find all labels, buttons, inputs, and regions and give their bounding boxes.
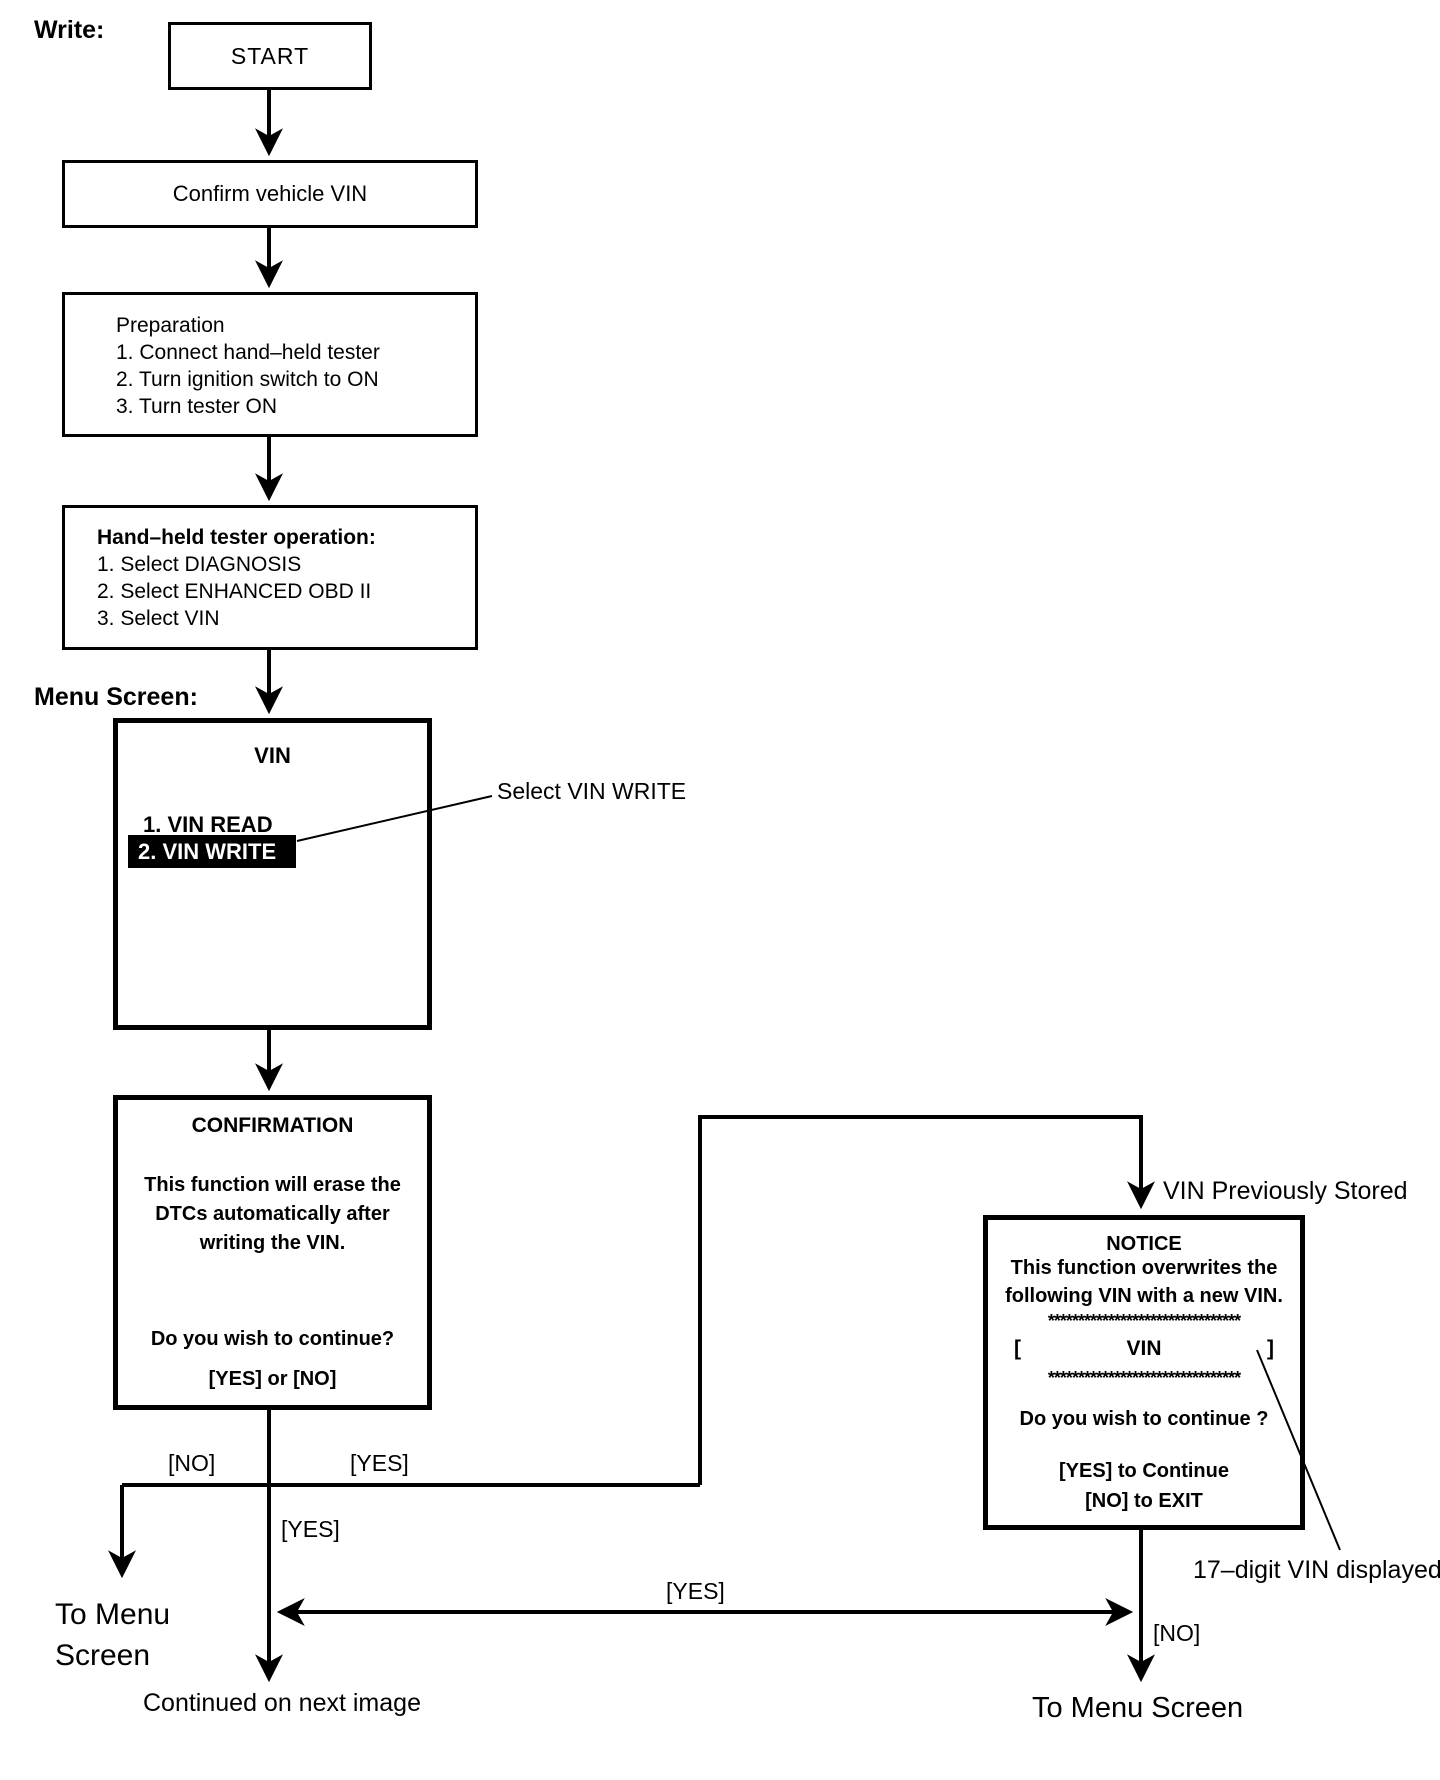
notice-body-line2: following VIN with a new VIN. — [1005, 1285, 1283, 1307]
confirmation-question: Do you wish to continue? — [150, 1328, 395, 1350]
start-box: START — [168, 22, 372, 90]
tester-operation-step-1: 1. Select DIAGNOSIS — [97, 553, 302, 576]
notice-vin-open-bracket: [ — [1014, 1337, 1021, 1360]
branch-yes-label: [YES] — [350, 1450, 409, 1476]
preparation-step-2: 2. Turn ignition switch to ON — [116, 368, 379, 391]
preparation-box: Preparation 1. Connect hand–held tester … — [62, 292, 478, 437]
notice-title: NOTICE — [1106, 1233, 1182, 1255]
notice-vin-label: VIN — [1126, 1337, 1162, 1360]
vin-menu-box: VIN 1. VIN READ 2. VIN WRITE — [113, 718, 432, 1030]
notice-body-line1: This function overwrites the — [1010, 1257, 1278, 1279]
confirmation-body-line3: writing the VIN. — [199, 1232, 346, 1254]
branch-no-label: [NO] — [168, 1450, 216, 1476]
vin-previously-stored-annotation: VIN Previously Stored — [1163, 1177, 1408, 1205]
start-label: START — [230, 42, 310, 69]
write-heading: Write: — [34, 16, 105, 44]
to-menu-screen-right-label: To Menu Screen — [1032, 1692, 1244, 1724]
confirmation-body-line2: DTCs automatically after — [155, 1203, 390, 1225]
notice-box: NOTICE This function overwrites the foll… — [983, 1215, 1305, 1530]
confirmation-options: [YES] or [NO] — [208, 1368, 337, 1390]
confirmation-title: CONFIRMATION — [191, 1114, 354, 1137]
tester-operation-box: Hand–held tester operation: 1. Select DI… — [62, 505, 478, 650]
notice-stars-bottom: ******************************** — [1047, 1368, 1241, 1388]
select-vin-write-annotation: Select VIN WRITE — [497, 778, 687, 804]
confirmation-box: CONFIRMATION This function will erase th… — [113, 1095, 432, 1410]
tester-operation-title: Hand–held tester operation: — [97, 526, 376, 549]
confirm-vin-box: Confirm vehicle VIN — [62, 160, 478, 228]
notice-no-line: [NO] to EXIT — [1085, 1490, 1203, 1512]
notice-question: Do you wish to continue ? — [1019, 1408, 1269, 1430]
confirm-vin-label: Confirm vehicle VIN — [172, 181, 368, 206]
confirmation-body-line1: This function will erase the — [144, 1174, 401, 1196]
vin-digits-annotation: 17–digit VIN displayed — [1193, 1556, 1440, 1584]
vin-menu-title: VIN — [254, 743, 291, 768]
confirm-yes-label: [YES] — [281, 1516, 340, 1542]
vin-menu-item-read: 1. VIN READ — [143, 812, 273, 837]
notice-no-label: [NO] — [1153, 1620, 1201, 1646]
cross-yes-label: [YES] — [666, 1578, 725, 1604]
continued-label: Continued on next image — [143, 1689, 421, 1717]
notice-yes-line: [YES] to Continue — [1059, 1460, 1229, 1482]
vin-menu-item-write: 2. VIN WRITE — [128, 835, 296, 868]
notice-vin-close-bracket: ] — [1266, 1337, 1274, 1360]
tester-operation-step-3: 3. Select VIN — [97, 607, 220, 630]
notice-vin-row: [ VIN ] — [988, 1337, 1300, 1361]
to-menu-screen-left-label: To Menu Screen — [55, 1594, 170, 1676]
to-menu-screen-left-line1: To Menu — [55, 1598, 171, 1631]
preparation-step-1: 1. Connect hand–held tester — [116, 341, 380, 364]
notice-stars-top: ******************************** — [1047, 1311, 1241, 1331]
preparation-step-3: 3. Turn tester ON — [116, 395, 278, 418]
to-menu-screen-left-line2: Screen — [55, 1639, 151, 1672]
preparation-title: Preparation — [116, 314, 225, 337]
menu-screen-heading: Menu Screen: — [34, 683, 198, 711]
tester-operation-step-2: 2. Select ENHANCED OBD II — [97, 580, 372, 603]
